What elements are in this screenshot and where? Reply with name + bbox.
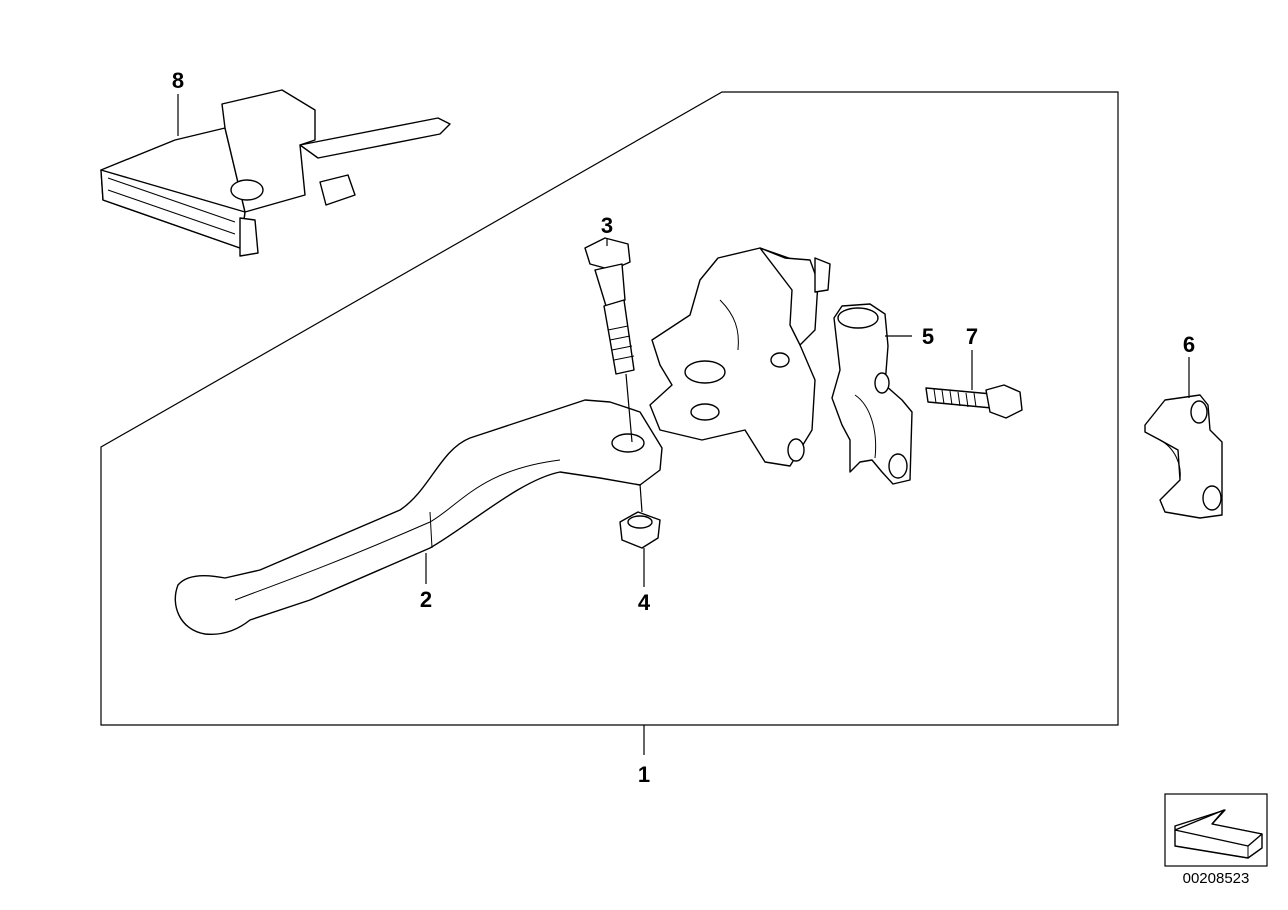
callout-3: 3 [601,213,613,238]
part-7-screw [925,384,1023,419]
callout-2: 2 [420,587,432,612]
callout-1: 1 [638,762,650,787]
part-2-hand-lever [174,399,663,636]
callout-7: 7 [966,324,978,349]
leader-lines [177,94,1190,755]
lever-bracket [649,247,831,467]
iso-arrow-icon [1164,793,1268,867]
callout-5: 5 [922,324,934,349]
callout-8: 8 [172,68,184,93]
part-6-clamp [1144,394,1223,519]
callout-6: 6 [1183,332,1195,357]
part-number: 00208523 [1183,870,1250,887]
part-3-bolt [584,237,635,375]
part-5-clamp [831,303,913,485]
part-8-lever-guard [100,89,451,257]
part-4-nut [619,511,661,549]
assembly-frame [100,91,1119,726]
callout-4: 4 [638,590,651,615]
